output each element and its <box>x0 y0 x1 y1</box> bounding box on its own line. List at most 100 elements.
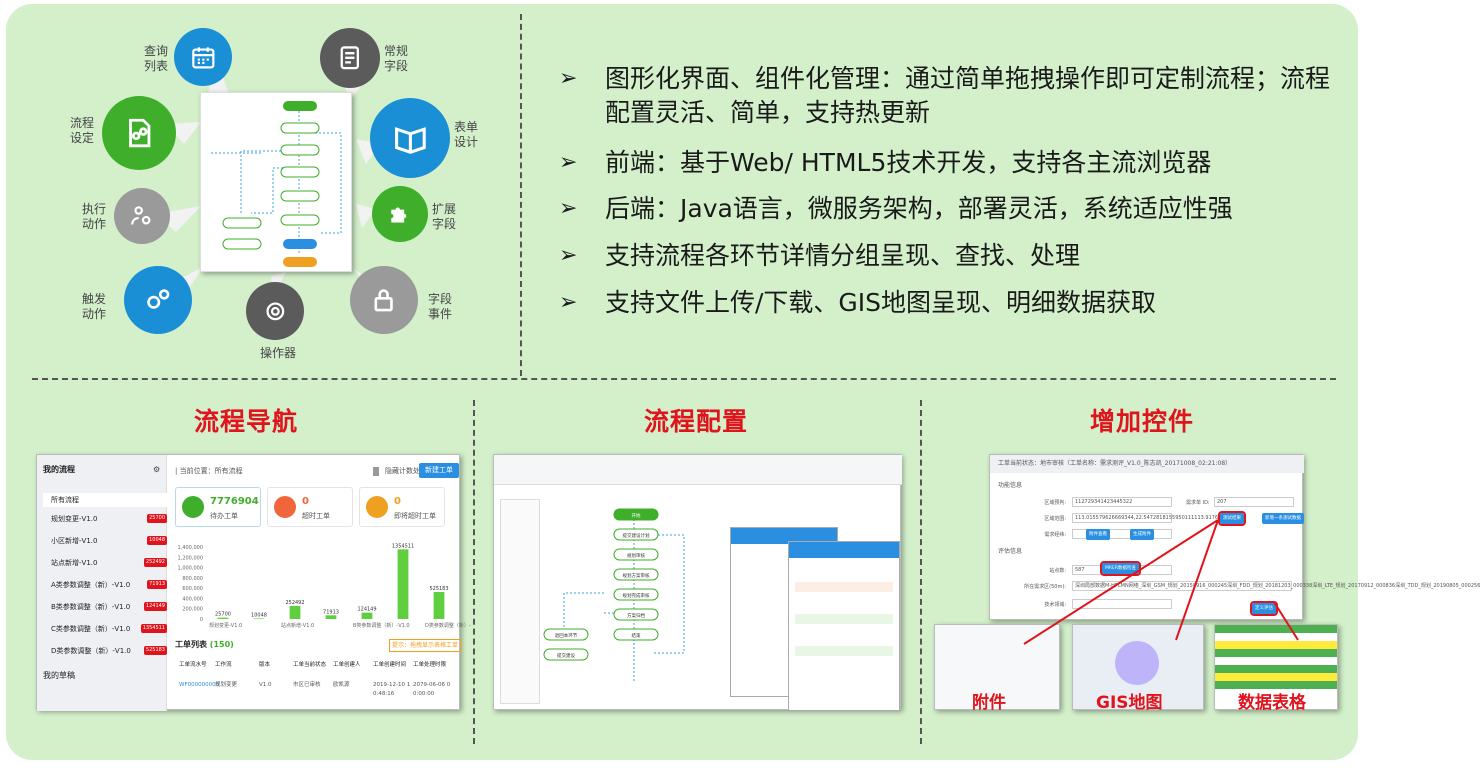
new-order-button[interactable]: 新建工单 <box>419 463 459 478</box>
x-tick-label: 站点新增-V1.0 <box>281 622 314 629</box>
flow-node-label: 提交建设计划 <box>623 532 650 539</box>
trigger-action-label: 触发 动作 <box>81 292 106 321</box>
slide: 查询 列表 常规 字段 流程 设定 表单 设计 执行 动作 扩展 字段 触发 动… <box>6 4 1480 760</box>
group-basic-info: 功能信息 <box>998 482 1023 489</box>
table-cell: 2079-06-06 0 0:00:00 <box>413 682 451 697</box>
flow-node[interactable] <box>613 568 659 581</box>
y-tick-label: 1,200,000 <box>178 555 203 561</box>
flow-node[interactable] <box>613 528 659 541</box>
arrow-bullet-icon: ➢ <box>559 196 578 221</box>
y-tick-label: 600,000 <box>182 586 203 592</box>
form-button[interactable]: 新增一条测试数据 <box>1262 513 1304 524</box>
table-cell: 规划变更 <box>215 682 238 688</box>
exec-action-label: 执行 动作 <box>81 202 106 231</box>
count-badge: 525183 <box>143 646 167 655</box>
form-button[interactable]: 测试结果 <box>1218 511 1246 526</box>
stat-icon <box>366 496 388 518</box>
bar-value-label: 1354511 <box>392 543 414 549</box>
y-tick-label: 800,000 <box>182 576 203 582</box>
flow-node-label: 规划方案审核 <box>623 572 650 579</box>
table-header-cell[interactable]: 版本 <box>259 662 271 668</box>
y-tick-label: 400,000 <box>182 596 203 602</box>
chart-bar[interactable] <box>217 617 229 619</box>
table-header-cell[interactable]: 工单处理时限 <box>413 662 447 668</box>
form-header: 工单当前状态：地市审核（工单名称：需求测评_V1.0_陈志凯_20171008_… <box>990 455 1304 473</box>
form-design-label: 表单 设计 <box>453 120 478 149</box>
flow-node-label: 方案归档 <box>627 612 645 619</box>
table-header-cell[interactable]: 工单当前状态 <box>293 662 327 668</box>
form-button[interactable]: 生成附件 <box>1130 529 1154 540</box>
flow-set-feature <box>102 96 176 170</box>
query-list-label: 查询 列表 <box>143 44 168 73</box>
sidebar-item[interactable]: 小区新增-V1.0 10048 <box>51 535 167 547</box>
stat-value: 7776904 <box>210 496 259 507</box>
flow-thumbnail-graph <box>211 101 342 267</box>
chart-bar[interactable] <box>325 615 337 619</box>
chart-bar[interactable] <box>361 612 373 619</box>
bar-value-label: 71913 <box>323 609 339 615</box>
table-header-cell[interactable]: 工单流水号 <box>179 662 207 668</box>
table-header-cell[interactable]: 工单创建时间 <box>373 662 407 668</box>
table-header-cell[interactable]: 工作流 <box>215 662 232 668</box>
flow-node[interactable] <box>613 588 659 601</box>
settings-gear-icon[interactable]: ⚙ <box>153 465 161 474</box>
form-label: 需求经纬: <box>1044 532 1066 538</box>
bullet-5: ➢支持文件上传/下载、GIS地图呈现、明细数据获取 <box>559 286 1345 320</box>
request-id-value[interactable]: 207 <box>1214 497 1294 507</box>
regular-field-feature <box>320 28 380 88</box>
form-input[interactable]: 113.015579626669344,22.54728181559501111… <box>1072 513 1228 523</box>
extend-field-label: 扩展 字段 <box>431 202 456 231</box>
sidebar-item-all[interactable]: 所有流程 <box>43 493 167 507</box>
lock-icon <box>374 289 394 312</box>
chart-bar[interactable] <box>289 606 301 619</box>
form-input[interactable] <box>1072 529 1172 539</box>
operator-label: 操作器 <box>259 346 296 360</box>
flow-node[interactable] <box>613 508 659 521</box>
map-coverage <box>1115 641 1159 685</box>
stat-icon <box>182 496 204 518</box>
chart-bar[interactable] <box>397 549 409 619</box>
bullet-3: ➢后端：Java语言，微服务架构，部署灵活，系统适应性强 <box>559 192 1345 226</box>
extend-field-feature <box>372 186 428 242</box>
form-label: 技术领域: <box>1044 602 1066 608</box>
form-input[interactable]: 112729341423445322 <box>1072 497 1172 507</box>
hide-count-button[interactable]: 隐藏计数处理 <box>373 467 427 476</box>
arrow-bullet-icon: ➢ <box>559 290 578 315</box>
table-cell: 市区已审核 <box>293 682 321 688</box>
flow-node[interactable] <box>543 648 589 661</box>
form-button[interactable]: MRER数据检查 <box>1100 561 1141 576</box>
table-cell: 2019-12-10 1 0:48:16 <box>373 682 411 697</box>
flow-node[interactable] <box>613 608 659 621</box>
bottom-divider-right <box>920 400 922 744</box>
table-cell[interactable]: WF000000003 <box>179 682 220 688</box>
sidebar-my-draft[interactable]: 我的草稿 <box>43 671 75 680</box>
flow-node[interactable] <box>543 628 589 641</box>
section-title-nav: 流程导航 <box>193 407 298 436</box>
controls-form-screenshot: 工单当前状态：地市审核（工单名称：需求测评_V1.0_陈志凯_20171008_… <box>989 454 1480 620</box>
label-gis-map: GIS地图 <box>1096 693 1163 713</box>
sidebar-item-label: 小区新增-V1.0 <box>51 537 98 545</box>
table-header-cell[interactable]: 工单创建人 <box>333 662 361 668</box>
form-button[interactable]: 附件查看 <box>1086 529 1110 540</box>
chart-bar[interactable] <box>433 591 445 619</box>
form-input[interactable] <box>1072 599 1172 609</box>
form-input[interactable]: 深圳局部数据M-HPLMN网络_深圳_GSM_规划_20150916_00024… <box>1072 581 1480 591</box>
flow-node[interactable] <box>613 628 659 641</box>
chart-bar[interactable] <box>253 618 265 620</box>
data-table-screenshot <box>1214 624 1338 710</box>
y-tick-label: 1,000,000 <box>178 566 203 572</box>
group-eval-info: 评估信息 <box>998 548 1023 555</box>
count-badge: 10048 <box>147 536 167 545</box>
form-button[interactable]: 定义评估 <box>1250 601 1278 616</box>
flow-node[interactable] <box>613 548 659 561</box>
